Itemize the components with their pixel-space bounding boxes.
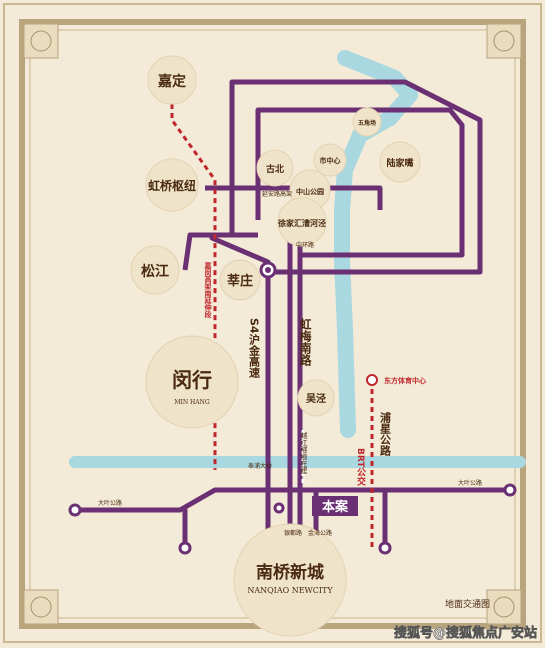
map-caption: 地面交通图 xyxy=(445,598,490,610)
district-hongqiao-hub: 虹桥枢纽 xyxy=(148,178,196,193)
district-city-center: 市中心 xyxy=(320,156,341,165)
district-wujiaochang: 五角场 xyxy=(358,119,376,127)
route-brt: BRT公交 xyxy=(355,448,366,486)
district-minhang-en: MIN HANG xyxy=(174,399,209,406)
road-hongmei: 虹梅南路 xyxy=(298,317,312,367)
nanqiao-newcity: 南桥新城 xyxy=(256,562,324,583)
project-label: 本案 xyxy=(322,499,349,515)
corner-ornament-icon xyxy=(23,23,522,625)
road-yinlou: 银都路 xyxy=(284,529,302,537)
district-jiading: 嘉定 xyxy=(157,73,186,90)
road-jiaxian-extension: 嘉闵高架南延伸段 xyxy=(204,261,213,319)
district-gubei: 古北 xyxy=(266,163,284,175)
ring-roads xyxy=(182,79,483,275)
district-songjiang: 松江 xyxy=(141,263,169,280)
watermark: 搜狐号@搜狐焦点广安站 xyxy=(394,625,537,641)
road-yuejiang-tunnel: 越江隧道在建 xyxy=(300,431,308,475)
project-marker: 本案 xyxy=(312,496,358,516)
district-lujiazui: 陆家嘴 xyxy=(386,157,413,169)
road-daye-east: 大叶公路 xyxy=(458,479,482,487)
road-yanan: 延安路高架 xyxy=(262,190,292,198)
district-xujiahui: 徐家汇漕河泾 xyxy=(277,218,326,228)
road-fengpu: 奉浦大桥 xyxy=(248,462,272,470)
road-jinhai: 金海公路 xyxy=(308,529,332,537)
road-s4: S4沪金高速 xyxy=(248,318,262,378)
district-badges xyxy=(130,55,421,637)
interchange-core xyxy=(265,267,271,273)
outer-frame xyxy=(3,3,542,643)
district-xinzhuang: 莘庄 xyxy=(227,273,253,289)
district-minhang: 闵行 xyxy=(172,368,212,392)
district-zhongshan-park: 中山公园 xyxy=(296,187,324,196)
road-puxing: 浦星公路 xyxy=(379,411,392,457)
road-daye-west: 大叶公路 xyxy=(98,499,122,507)
district-wujing: 吴泾 xyxy=(306,392,326,405)
dashed-roads xyxy=(170,95,374,548)
road-zhonghuan: 中环路 xyxy=(296,241,314,249)
arterials xyxy=(72,229,513,551)
sports-center-dot xyxy=(366,374,378,386)
nanqiao-newcity-en: NANQIAO NEWCITY xyxy=(247,586,333,595)
poi-oriental-sports-center: 东方体育中心 xyxy=(384,376,426,385)
